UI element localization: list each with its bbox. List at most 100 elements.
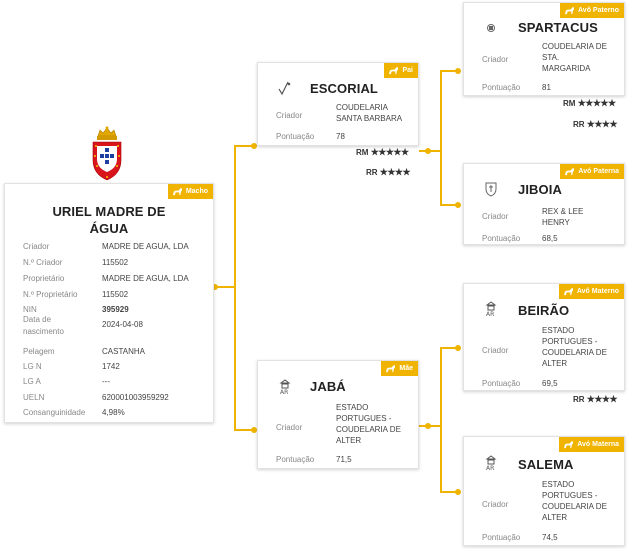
pontuacao-value: 68,5 bbox=[542, 234, 558, 243]
info-value: MADRE DE AGUA, LDA bbox=[102, 274, 189, 283]
connector-dot bbox=[455, 202, 461, 208]
svg-text:AR: AR bbox=[486, 311, 494, 318]
criador-label: Criador bbox=[482, 55, 509, 64]
svg-text:AR: AR bbox=[486, 465, 494, 472]
grandparent-badge: Avô Materno bbox=[558, 284, 624, 299]
criador-label: Criador bbox=[482, 212, 509, 221]
info-value: 620001003959292 bbox=[102, 393, 169, 402]
info-key: Proprietário bbox=[23, 274, 65, 283]
info-value: 1742 bbox=[102, 362, 120, 371]
criador-label: Criador bbox=[482, 346, 509, 355]
info-value: 115502 bbox=[102, 290, 129, 299]
horse-name: URIEL MADRE DE ÁGUA bbox=[5, 203, 213, 237]
pontuacao-value: 74,5 bbox=[542, 533, 558, 542]
parent-badge: Mãe bbox=[381, 361, 418, 376]
paternal-grandfather-card[interactable]: Avô Paterno SPARTACUS Criador COUDELARIA… bbox=[463, 2, 625, 96]
grandparent-badge: Avô Paterno bbox=[560, 3, 624, 18]
rating-rm: RM ★★★★★ bbox=[356, 147, 409, 157]
horse-icon bbox=[565, 6, 575, 15]
connector-dot bbox=[425, 148, 431, 154]
horse-name: BEIRÃO bbox=[518, 303, 570, 318]
grandparent-badge: Avó Paterna bbox=[560, 164, 624, 179]
gender-badge: Macho bbox=[167, 184, 213, 199]
badge-label: Mãe bbox=[399, 365, 413, 372]
horse-icon bbox=[386, 364, 396, 373]
info-value: --- bbox=[102, 377, 110, 386]
connector-line bbox=[440, 347, 442, 493]
connector-line bbox=[440, 204, 460, 206]
horse-icon bbox=[563, 287, 573, 296]
connector-line bbox=[215, 286, 235, 288]
rating-rm: RM ★★★★★ bbox=[563, 98, 616, 108]
pontuacao-label: Pontuação bbox=[276, 132, 315, 141]
portugal-coat-of-arms-icon bbox=[92, 126, 122, 181]
pontuacao-value: 69,5 bbox=[542, 379, 558, 388]
connector-line bbox=[234, 145, 254, 147]
horse-name: JABÁ bbox=[310, 379, 346, 394]
badge-label: Avó Materna bbox=[577, 441, 619, 448]
info-value: CASTANHA bbox=[102, 347, 145, 356]
criador-label: Criador bbox=[276, 111, 303, 120]
info-key: Criador bbox=[23, 242, 50, 251]
connector-line bbox=[440, 70, 460, 72]
alter-stud-brand-icon: AR bbox=[485, 301, 497, 318]
info-key: LG A bbox=[23, 377, 41, 386]
grandparent-badge: Avó Materna bbox=[559, 437, 624, 452]
connector-dot bbox=[455, 345, 461, 351]
connector-dot bbox=[455, 68, 461, 74]
shield-brand-icon bbox=[487, 24, 495, 32]
horse-name-line: ÁGUA bbox=[89, 221, 129, 236]
info-key: NIN bbox=[23, 305, 37, 314]
info-key: Consanguinidade bbox=[23, 408, 86, 417]
badge-label: Avó Paterna bbox=[578, 168, 619, 175]
connector-line bbox=[440, 70, 442, 206]
connector-line bbox=[234, 145, 236, 431]
connector-line bbox=[234, 429, 254, 431]
connector-dot bbox=[455, 489, 461, 495]
criador-label: Criador bbox=[276, 423, 303, 432]
info-value: 2024-04-08 bbox=[102, 320, 143, 329]
alter-stud-brand-icon: AR bbox=[485, 455, 497, 472]
connector-line bbox=[440, 491, 460, 493]
info-key: UELN bbox=[23, 393, 45, 402]
connector-line bbox=[440, 347, 460, 349]
connector-dot bbox=[212, 284, 218, 290]
pontuacao-label: Pontuação bbox=[482, 533, 521, 542]
horse-icon bbox=[389, 66, 399, 75]
horse-icon bbox=[564, 440, 574, 449]
pontuacao-value: 81 bbox=[542, 83, 551, 92]
horse-name-line: URIEL MADRE DE bbox=[52, 204, 166, 219]
pontuacao-value: 78 bbox=[336, 132, 345, 141]
info-key: N.º Criador bbox=[23, 258, 63, 267]
alter-stud-brand-icon: AR bbox=[279, 379, 291, 396]
info-value: MADRE DE AGUA, LDA bbox=[102, 242, 189, 251]
info-key: N.º Proprietário bbox=[23, 290, 78, 299]
connector-dot bbox=[251, 427, 257, 433]
info-value: 4,98% bbox=[102, 408, 125, 417]
svg-text:AR: AR bbox=[280, 389, 288, 396]
pontuacao-label: Pontuação bbox=[482, 234, 521, 243]
horse-name: ESCORIAL bbox=[310, 81, 378, 96]
badge-label: Pai bbox=[402, 67, 413, 74]
pontuacao-label: Pontuação bbox=[482, 83, 521, 92]
badge-label: Avô Paterno bbox=[578, 7, 619, 14]
shield-brand-icon bbox=[485, 182, 497, 197]
checkmark-brand-icon bbox=[278, 81, 291, 96]
rating-rr: RR ★★★★ bbox=[573, 119, 618, 129]
info-key: Pelagem bbox=[23, 347, 55, 356]
horse-icon bbox=[565, 167, 575, 176]
info-key: LG N bbox=[23, 362, 42, 371]
